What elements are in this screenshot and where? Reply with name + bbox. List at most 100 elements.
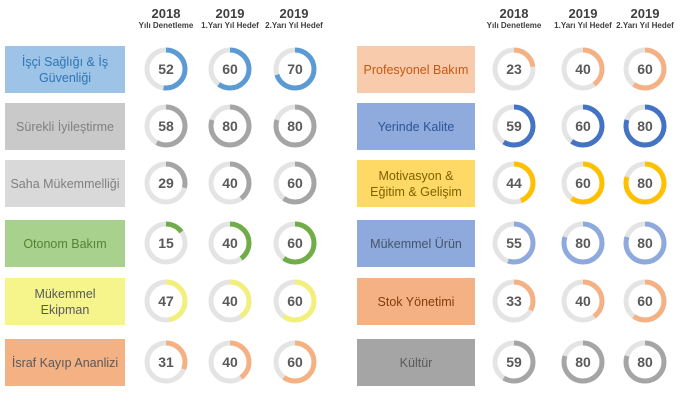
progress-ring: 52	[143, 46, 189, 92]
progress-value: 40	[575, 293, 591, 309]
category-label: Mükemmel Ekipman	[5, 278, 125, 325]
progress-value: 59	[506, 118, 522, 134]
category-label: Otonom Bakım	[5, 220, 125, 267]
progress-ring: 80	[622, 220, 668, 266]
progress-value: 80	[575, 354, 591, 370]
category-row: Mükemmel Ekipman 47 40 60	[0, 272, 340, 332]
column-header-subtitle: 1.Yarı Yıl Hedef	[201, 21, 259, 30]
progress-ring: 80	[560, 339, 606, 385]
progress-ring: 40	[207, 160, 253, 206]
progress-ring: 80	[622, 339, 668, 385]
column-header-year: 2018	[151, 6, 181, 21]
column-header-year: 2019	[279, 6, 309, 21]
progress-ring: 59	[491, 339, 537, 385]
progress-value: 59	[506, 354, 522, 370]
progress-ring: 60	[560, 103, 606, 149]
progress-value: 58	[158, 118, 174, 134]
progress-value: 70	[287, 61, 303, 77]
progress-ring-arc	[492, 340, 536, 384]
progress-ring: 29	[143, 160, 189, 206]
progress-value: 33	[506, 293, 522, 309]
progress-ring: 44	[491, 160, 537, 206]
category-row: Otonom Bakım 15 40 60	[0, 214, 340, 274]
progress-ring-arc	[492, 279, 536, 323]
category-row: Yerinde Kalite 59 60 80	[350, 97, 681, 157]
progress-value: 31	[158, 354, 174, 370]
category-label: Yerinde Kalite	[357, 103, 475, 150]
progress-value: 60	[637, 293, 653, 309]
progress-value: 40	[575, 61, 591, 77]
progress-ring-arc	[208, 104, 252, 148]
progress-ring: 60	[622, 46, 668, 92]
column-header-year: 2018	[499, 6, 529, 21]
column-header-subtitle: 2.Yarı Yıl Hedef	[265, 21, 323, 30]
column-header-year: 2019	[568, 6, 598, 21]
category-label: Motivasyon & Eğitim & Gelişim	[357, 160, 475, 207]
progress-ring-arc	[208, 47, 252, 91]
progress-ring-arc	[273, 221, 317, 265]
progress-ring-arc	[273, 104, 317, 148]
progress-value: 15	[158, 235, 174, 251]
progress-value: 40	[222, 175, 238, 191]
progress-value: 60	[287, 293, 303, 309]
progress-ring: 23	[491, 46, 537, 92]
progress-ring-arc	[623, 161, 667, 205]
progress-ring: 59	[491, 103, 537, 149]
progress-ring: 55	[491, 220, 537, 266]
progress-ring: 47	[143, 278, 189, 324]
progress-ring: 58	[143, 103, 189, 149]
progress-ring-arc	[623, 279, 667, 323]
progress-ring-arc	[561, 340, 605, 384]
progress-ring: 33	[491, 278, 537, 324]
progress-value: 23	[506, 61, 522, 77]
progress-value: 40	[222, 235, 238, 251]
progress-ring-arc	[144, 279, 188, 323]
progress-ring-arc	[623, 221, 667, 265]
progress-value: 80	[637, 175, 653, 191]
progress-ring: 60	[272, 278, 318, 324]
progress-ring-arc	[144, 221, 188, 265]
progress-ring-arc	[144, 161, 188, 205]
progress-value: 60	[637, 61, 653, 77]
progress-ring-arc	[144, 340, 188, 384]
progress-ring-arc	[273, 279, 317, 323]
progress-ring: 60	[560, 160, 606, 206]
progress-ring-arc	[273, 161, 317, 205]
progress-ring: 60	[272, 220, 318, 266]
progress-ring: 80	[560, 220, 606, 266]
progress-ring-arc	[492, 221, 536, 265]
progress-ring-arc	[208, 221, 252, 265]
progress-ring: 80	[622, 103, 668, 149]
progress-ring: 40	[560, 46, 606, 92]
progress-value: 80	[575, 235, 591, 251]
progress-value: 60	[287, 235, 303, 251]
progress-ring: 60	[622, 278, 668, 324]
progress-ring-arc	[273, 47, 317, 91]
progress-ring-arc	[561, 279, 605, 323]
progress-value: 80	[287, 118, 303, 134]
progress-ring-arc	[492, 47, 536, 91]
progress-ring-arc	[273, 340, 317, 384]
progress-value: 80	[637, 354, 653, 370]
progress-ring-arc	[492, 161, 536, 205]
progress-value: 40	[222, 293, 238, 309]
progress-ring: 40	[207, 278, 253, 324]
progress-value: 44	[506, 175, 522, 191]
column-header-subtitle: 2.Yarı Yıl Hedef	[616, 21, 674, 30]
progress-ring-arc	[208, 340, 252, 384]
progress-ring-arc	[561, 161, 605, 205]
category-label: Sürekli İyileştirme	[5, 103, 125, 150]
